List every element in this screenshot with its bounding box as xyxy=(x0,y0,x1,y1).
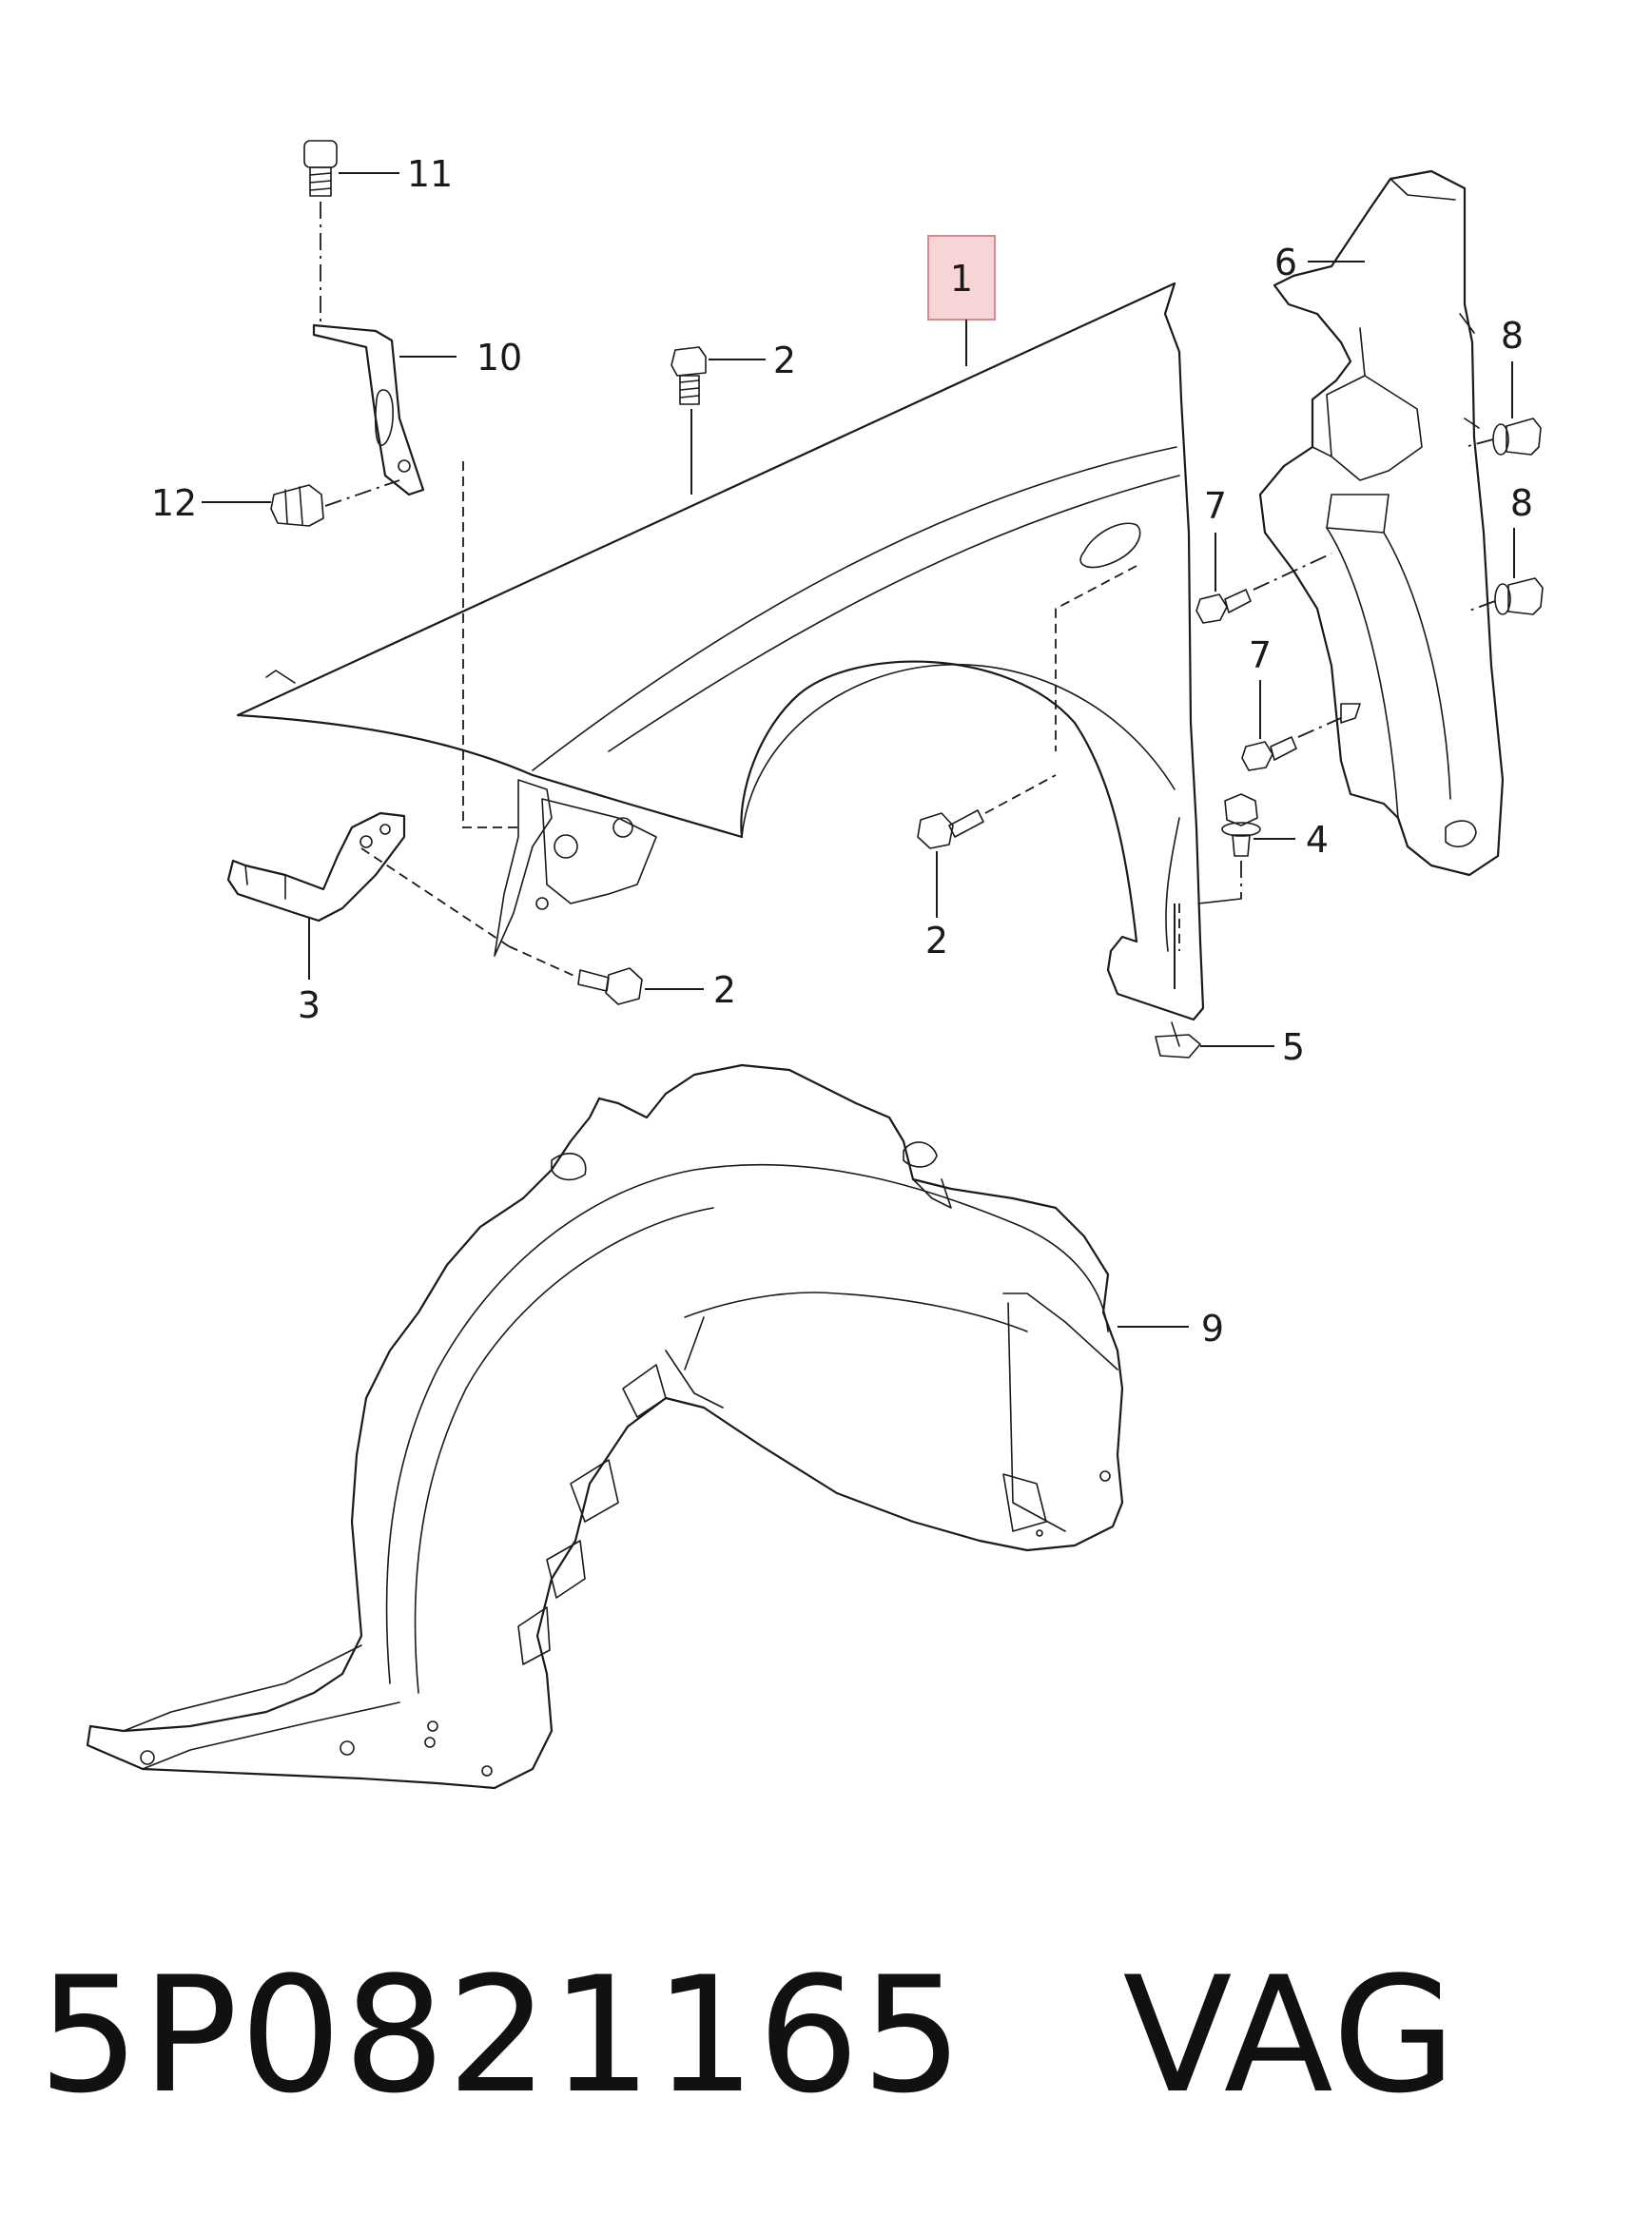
bracket-part-3 xyxy=(226,811,406,980)
callout-6: 6 xyxy=(1274,242,1297,283)
highlight-box-part-1 xyxy=(927,235,996,321)
callout-2-bottom: 2 xyxy=(713,969,736,1011)
bolt-part-4 xyxy=(1197,793,1295,904)
part-number-caption: 5P0821165 VAG xyxy=(38,1940,1607,2130)
callout-7-bottom: 7 xyxy=(1249,634,1272,676)
callout-5: 5 xyxy=(1282,1026,1305,1068)
callout-9: 9 xyxy=(1201,1308,1224,1350)
bracket-part-10 xyxy=(312,323,457,496)
fender-part-1 xyxy=(236,282,1205,1021)
callout-4: 4 xyxy=(1306,819,1329,861)
bolt-part-2-top xyxy=(671,346,766,495)
callout-3: 3 xyxy=(298,984,321,1026)
bolt-part-11 xyxy=(303,140,399,323)
clip-part-8-top xyxy=(1464,361,1542,456)
part-number: 5P0821165 xyxy=(38,1942,965,2128)
callout-8-top: 8 xyxy=(1501,315,1524,357)
callout-12: 12 xyxy=(151,482,197,524)
callout-8-bottom: 8 xyxy=(1510,482,1533,524)
clip-part-8-bottom xyxy=(1468,528,1544,615)
callout-11: 11 xyxy=(407,153,453,195)
bolt-part-2-middle xyxy=(917,774,1057,918)
callout-10: 10 xyxy=(476,337,522,379)
screw-part-7-top xyxy=(1195,533,1332,624)
clip-part-5 xyxy=(1155,1021,1274,1059)
bolt-part-2-bottom xyxy=(360,847,704,1005)
liner-part-9 xyxy=(86,1063,1124,1790)
callout-2-top: 2 xyxy=(773,340,796,381)
callout-2-middle: 2 xyxy=(925,920,948,962)
screw-part-7-bottom xyxy=(1241,680,1342,771)
brand-name: VAG xyxy=(1122,1942,1458,2128)
callout-7-top: 7 xyxy=(1204,485,1227,527)
callout-1: 1 xyxy=(950,258,973,300)
clip-part-12 xyxy=(202,479,400,527)
seal-part-6 xyxy=(1258,169,1505,877)
caption-gap xyxy=(964,1942,1122,2128)
